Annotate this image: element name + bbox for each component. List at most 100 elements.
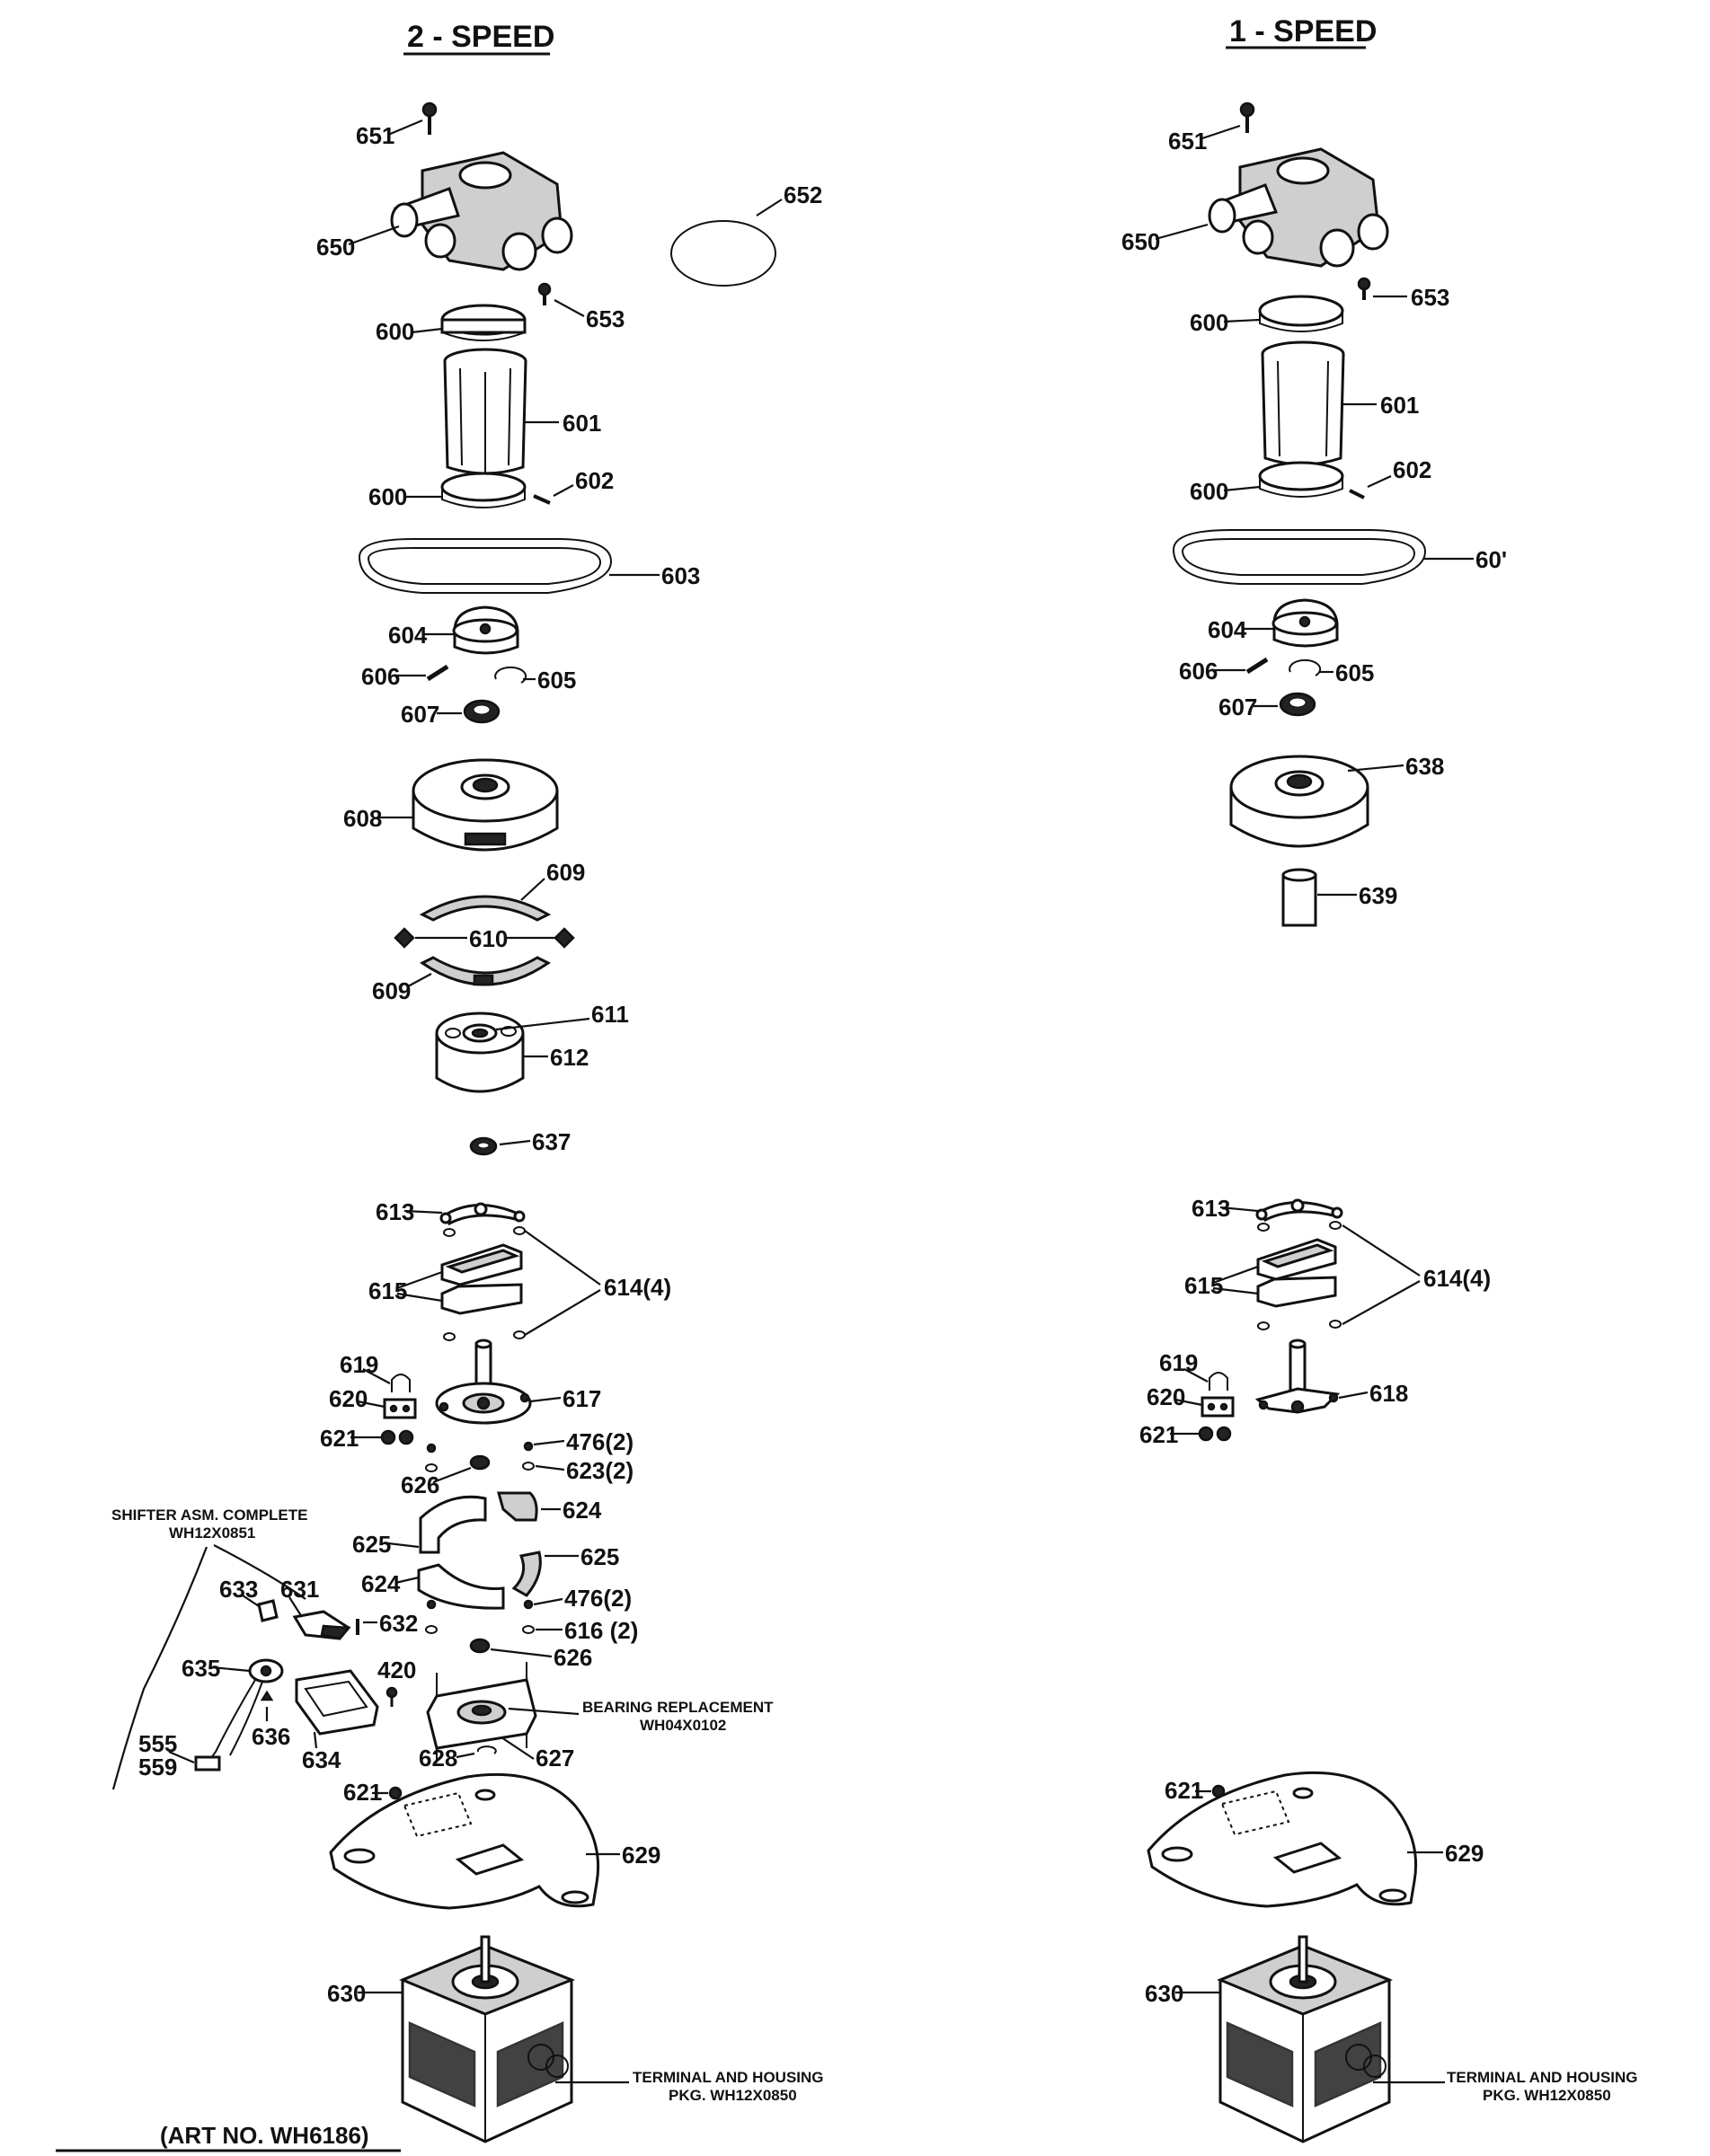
label-601: 601 bbox=[563, 410, 601, 437]
part-602-screw: 602 bbox=[533, 467, 614, 505]
art-number-text: (ART NO. WH6186) bbox=[160, 2122, 369, 2149]
r-part-621-nuts-top: 621 bbox=[1139, 1421, 1232, 1448]
r-part-613-link: 613 bbox=[1192, 1195, 1343, 1223]
r-part-650-pump: 650 bbox=[1121, 147, 1389, 268]
part-651-screw: 651 bbox=[356, 102, 438, 149]
r-part-601-boot: 601 bbox=[1261, 340, 1419, 466]
label-610: 610 bbox=[469, 925, 508, 952]
r-label-601: 601 bbox=[1380, 392, 1419, 419]
r-part-607-bearing: 607 bbox=[1218, 692, 1316, 720]
label-420: 420 bbox=[377, 1657, 416, 1683]
r-part-606-pin: 606 bbox=[1179, 657, 1269, 685]
art-number: (ART NO. WH6186) bbox=[56, 2122, 401, 2152]
label-637: 637 bbox=[532, 1128, 571, 1155]
r-part-620-bracket: 620 bbox=[1147, 1383, 1235, 1418]
r-label-615: 615 bbox=[1184, 1272, 1223, 1299]
r-label-639: 639 bbox=[1359, 882, 1397, 909]
r-terminal-note-line1: TERMINAL AND HOUSING bbox=[1447, 2069, 1638, 2086]
label-617: 617 bbox=[563, 1385, 601, 1412]
part-626-bushing-bottom: 626 bbox=[469, 1638, 592, 1671]
r-label-604: 604 bbox=[1208, 616, 1247, 643]
label-600-top: 600 bbox=[376, 318, 414, 345]
label-621-top: 621 bbox=[320, 1425, 359, 1452]
label-619: 619 bbox=[340, 1351, 378, 1378]
part-650-pump: 650 bbox=[316, 151, 573, 271]
r-part-639-sleeve: 639 bbox=[1281, 868, 1397, 927]
label-626-top: 626 bbox=[401, 1471, 439, 1498]
part-600-clamp-top: 600 bbox=[376, 304, 527, 345]
part-630-motor: 630 TERMINAL AND HOUSING PKG. WH12X0850 bbox=[327, 1935, 824, 2143]
label-615: 615 bbox=[368, 1277, 407, 1304]
part-608-drum: 608 bbox=[343, 758, 559, 852]
label-612: 612 bbox=[550, 1044, 589, 1071]
label-624-left: 624 bbox=[361, 1570, 401, 1597]
label-625-left: 625 bbox=[352, 1531, 391, 1558]
part-623-washers: 623(2) bbox=[425, 1457, 633, 1484]
label-630: 630 bbox=[327, 1980, 366, 2007]
r-part-604-pulley: 604 bbox=[1208, 598, 1339, 648]
right-assembly: 651 650 653 600 bbox=[1121, 102, 1638, 2143]
part-614-washers: 614(4) bbox=[443, 1226, 671, 1341]
part-612-hub: 611 612 bbox=[435, 1001, 629, 1093]
label-629: 629 bbox=[622, 1842, 660, 1869]
part-603-belt: 603 bbox=[358, 538, 700, 594]
r-label-607: 607 bbox=[1218, 694, 1257, 720]
label-652: 652 bbox=[784, 181, 822, 208]
label-636: 636 bbox=[252, 1723, 290, 1750]
part-616-washers: 616 (2) bbox=[425, 1617, 638, 1644]
r-label-600-top: 600 bbox=[1190, 309, 1228, 336]
label-600-bottom: 600 bbox=[368, 483, 407, 510]
part-610-springs: 610 bbox=[394, 925, 575, 952]
part-621-nut-lower: 621 bbox=[343, 1779, 403, 1806]
heading-one-speed: 1 - SPEED bbox=[1226, 14, 1377, 49]
part-604-pulley: 604 bbox=[388, 605, 519, 655]
label-603: 603 bbox=[661, 562, 700, 589]
r-label-620: 620 bbox=[1147, 1383, 1185, 1410]
label-625-right: 625 bbox=[580, 1543, 619, 1570]
label-620: 620 bbox=[329, 1385, 368, 1412]
label-634: 634 bbox=[302, 1746, 341, 1773]
part-621-nuts-top: 621 bbox=[320, 1425, 414, 1452]
r-label-638: 638 bbox=[1405, 753, 1444, 780]
part-607-bearing: 607 bbox=[401, 699, 501, 728]
label-651: 651 bbox=[356, 122, 394, 149]
r-label-614: 614(4) bbox=[1423, 1265, 1491, 1292]
label-559: 559 bbox=[138, 1754, 177, 1780]
r-label-629: 629 bbox=[1445, 1840, 1484, 1867]
r-label-653: 653 bbox=[1411, 284, 1449, 311]
r-label-613: 613 bbox=[1192, 1195, 1230, 1222]
label-613: 613 bbox=[376, 1198, 414, 1225]
label-607: 607 bbox=[401, 701, 439, 728]
label-624-right: 624 bbox=[563, 1497, 602, 1524]
part-476-screws-top: 476(2) bbox=[426, 1428, 633, 1455]
label-628: 628 bbox=[419, 1745, 457, 1772]
r-label-621-top: 621 bbox=[1139, 1421, 1178, 1448]
label-609-top: 609 bbox=[546, 859, 585, 886]
r-label-650: 650 bbox=[1121, 228, 1160, 255]
r-part-603-belt: 60' bbox=[1172, 529, 1507, 585]
r-part-615-blocks: 615 bbox=[1184, 1238, 1337, 1308]
r-part-602-screw: 602 bbox=[1349, 456, 1431, 499]
label-653: 653 bbox=[586, 305, 625, 332]
part-615-blocks: 615 bbox=[368, 1243, 523, 1315]
r-part-638-drum: 638 bbox=[1229, 753, 1444, 848]
part-600-clamp-bottom: 600 bbox=[368, 472, 527, 510]
part-619-clip: 619 bbox=[340, 1351, 411, 1392]
heading-one-speed-text: 1 - SPEED bbox=[1229, 14, 1377, 49]
part-609-shoe-top: 609 bbox=[419, 859, 585, 922]
label-608: 608 bbox=[343, 805, 382, 832]
r-part-653-screw: 653 bbox=[1357, 277, 1449, 311]
label-614: 614(4) bbox=[604, 1274, 671, 1301]
r-label-605: 605 bbox=[1335, 659, 1374, 686]
r-part-630-motor: 630 TERMINAL AND HOUSING PKG. WH12X0850 bbox=[1145, 1935, 1638, 2143]
part-629-mounting-plate: 629 bbox=[329, 1773, 660, 1910]
r-part-605-ring: 605 bbox=[1289, 658, 1374, 686]
heading-two-speed: 2 - SPEED bbox=[403, 20, 554, 56]
label-633: 633 bbox=[219, 1576, 258, 1603]
r-label-603: 60' bbox=[1475, 546, 1507, 573]
label-606: 606 bbox=[361, 663, 400, 690]
label-609-bottom: 609 bbox=[372, 977, 411, 1004]
part-652-ring: 652 bbox=[670, 181, 822, 287]
r-part-614-washers: 614(4) bbox=[1257, 1221, 1491, 1330]
label-632: 632 bbox=[379, 1610, 418, 1637]
